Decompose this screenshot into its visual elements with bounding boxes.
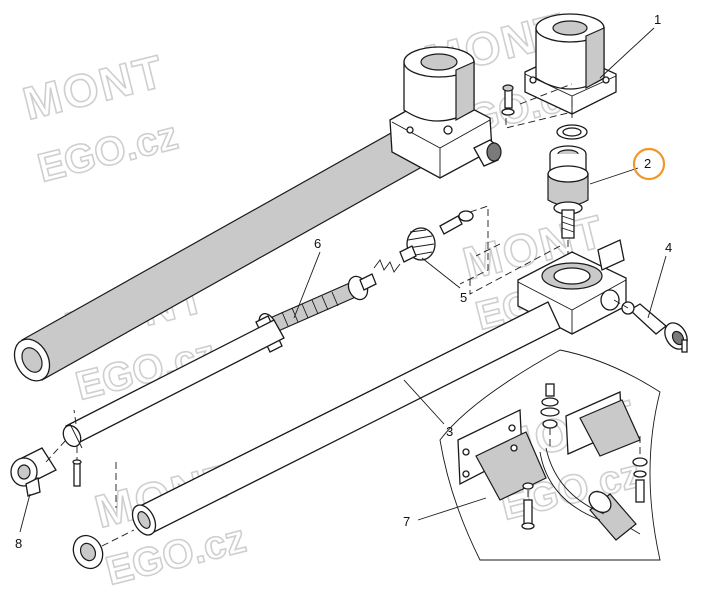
leader-5 xyxy=(421,257,461,289)
leader-lines xyxy=(19,27,667,533)
leader-6 xyxy=(293,251,321,319)
spring xyxy=(373,259,401,273)
callout-2: 2 xyxy=(644,156,651,171)
callout-4: 4 xyxy=(665,240,672,255)
pin xyxy=(439,215,463,235)
leader-7 xyxy=(417,497,487,521)
callout-3: 3 xyxy=(446,424,453,439)
outer-tube-part-3 xyxy=(72,301,561,570)
callout-2-highlight-ring xyxy=(632,147,666,181)
gear-set-part-5 xyxy=(373,205,489,285)
mounting-brackets-part-7 xyxy=(439,349,661,561)
assembly-guide-lines xyxy=(73,243,561,508)
watermark-mont-1: MONT xyxy=(18,45,170,130)
bracket-bolt xyxy=(545,383,555,397)
release-key-icon xyxy=(486,142,502,162)
callout-6: 6 xyxy=(314,236,321,251)
coupling-part-2 xyxy=(547,145,589,268)
callout-8: 8 xyxy=(15,536,22,551)
leader-8 xyxy=(19,493,31,533)
callout-labels: 1 2 3 4 5 6 7 8 xyxy=(15,12,672,551)
motor-part-1 xyxy=(501,13,617,129)
callout-1: 1 xyxy=(654,12,661,27)
front-eye-part-8 xyxy=(10,439,67,497)
assembled-actuator xyxy=(13,46,502,382)
release-key-part-4 xyxy=(613,299,688,353)
leader-4 xyxy=(647,255,667,319)
leader-2 xyxy=(589,167,639,185)
leader-3 xyxy=(403,379,445,425)
bracket-inset-frame xyxy=(439,349,661,561)
leader-1 xyxy=(599,27,655,79)
callout-7: 7 xyxy=(403,514,410,529)
push-rod xyxy=(62,319,285,487)
bracket-bolt-right xyxy=(635,479,645,503)
worm-screw xyxy=(269,281,359,333)
callout-5: 5 xyxy=(460,290,467,305)
bracket-screw xyxy=(523,499,533,525)
release-spindle xyxy=(628,303,668,335)
watermark-ego-1: EGO.cz xyxy=(34,114,183,191)
rod-pin xyxy=(73,461,81,487)
o-ring xyxy=(458,210,474,222)
